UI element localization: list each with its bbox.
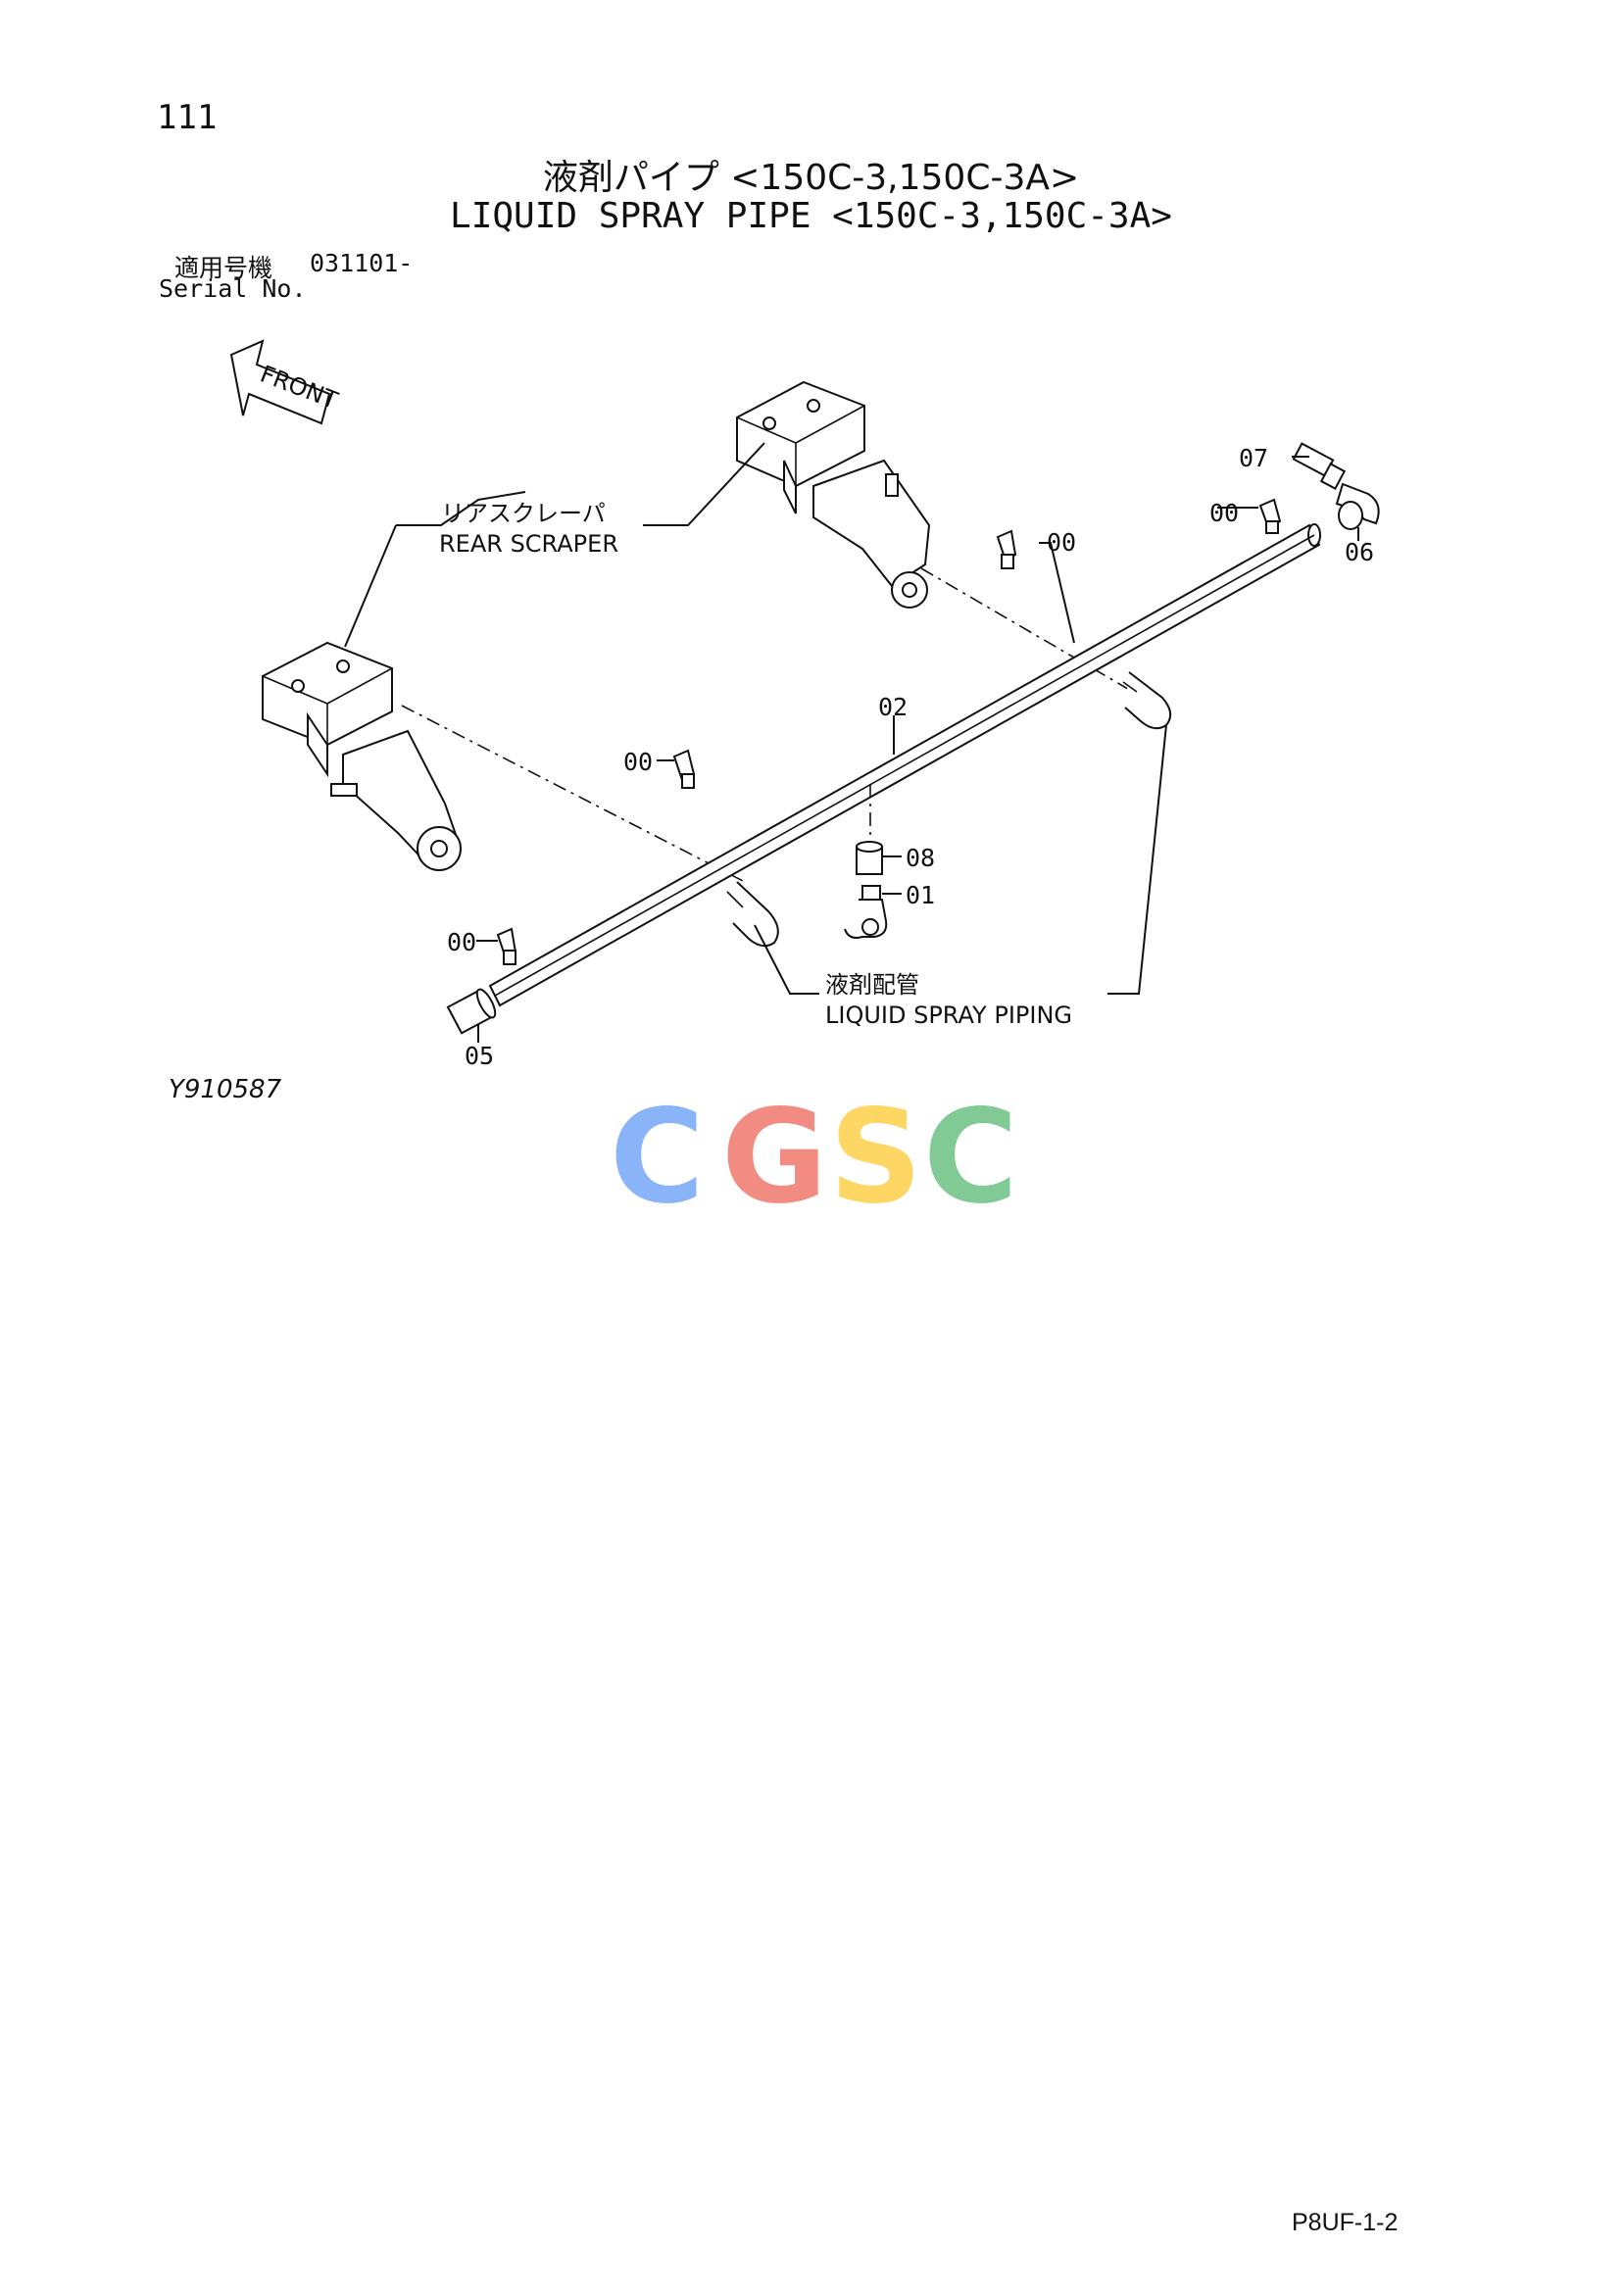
- part-label-00: 00: [623, 748, 653, 776]
- page-number: 111: [157, 98, 218, 137]
- part-label-00: 00: [447, 928, 476, 956]
- leader-00-upper: [1039, 542, 1075, 644]
- adapter-part: [856, 841, 883, 875]
- rear-scraper-bracket-right: [736, 380, 931, 609]
- diagram-code: Y910587: [169, 1075, 282, 1104]
- centerline-left: [401, 705, 746, 883]
- title-japanese: 液剤パイプ <150C-3,150C-3A>: [542, 158, 1080, 198]
- leader-rear-scraper-left: [344, 524, 397, 648]
- leader-rear-scraper-upper: [396, 491, 526, 526]
- serial-value: 031101-: [310, 249, 414, 277]
- elbow-part: [1335, 482, 1380, 530]
- centerline-right: [920, 567, 1157, 707]
- serial-label-japanese: 適用号機: [174, 254, 273, 282]
- watermark-letter-c: C: [610, 1082, 705, 1233]
- connector-part: [1292, 442, 1347, 490]
- liquid-piping-label-english: LIQUID SPRAY PIPING: [825, 1001, 1072, 1029]
- nozzle-icon: [996, 529, 1017, 569]
- cgsc-watermark-logo: C G S C: [610, 1082, 1018, 1233]
- nozzle-icon: [496, 927, 517, 965]
- part-label-05: 05: [465, 1042, 494, 1070]
- title-english: LIQUID SPRAY PIPE <150C-3,150C-3A>: [450, 196, 1172, 236]
- part-label-06: 06: [1345, 538, 1374, 566]
- nozzle-icon: [1258, 498, 1282, 534]
- nozzle-icon: [672, 749, 696, 789]
- part-label-01: 01: [906, 881, 935, 909]
- fitting-part: [844, 885, 888, 939]
- liquid-spray-pipe: [488, 523, 1321, 1007]
- front-arrow-icon: FRONT: [229, 339, 342, 425]
- u-bolt-left: [726, 881, 779, 948]
- u-bolt-right: [1122, 671, 1172, 730]
- part-label-07: 07: [1239, 444, 1268, 472]
- page-code: P8UF-1-2: [1292, 2209, 1399, 2236]
- rear-scraper-label-japanese: リアスクレーパ: [441, 500, 606, 527]
- watermark-letter-g: G: [721, 1082, 827, 1233]
- cap-part: [446, 988, 497, 1035]
- part-label-08: 08: [906, 844, 935, 872]
- leader-liquid-piping-right: [1107, 724, 1167, 995]
- watermark-letter-c: C: [923, 1082, 1018, 1233]
- part-label-00: 00: [1047, 528, 1076, 557]
- serial-label-english: Serial No.: [159, 274, 307, 303]
- leader-liquid-piping-left: [754, 924, 819, 995]
- part-label-02: 02: [878, 693, 908, 721]
- watermark-letter-s: S: [829, 1082, 922, 1233]
- rear-scraper-label-english: REAR SCRAPER: [439, 530, 618, 558]
- leader-rear-scraper-right: [643, 442, 765, 526]
- rear-scraper-bracket-left: [262, 641, 463, 871]
- part-label-00: 00: [1209, 499, 1239, 527]
- liquid-piping-label-japanese: 液剤配管: [825, 971, 919, 999]
